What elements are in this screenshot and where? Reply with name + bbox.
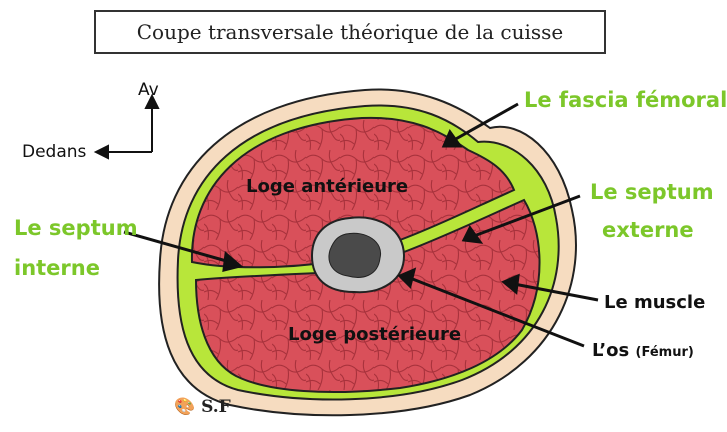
os-label-text: L’os — [592, 340, 629, 361]
septum-externe-label-line2: externe — [602, 218, 694, 242]
orientation-left-label: Dedans — [22, 142, 86, 162]
signature-text: S.F — [201, 397, 231, 417]
loge-posterieure-label: Loge postérieure — [288, 324, 461, 345]
septum-externe-label-line1: Le septum — [590, 180, 714, 204]
orientation-arrows-icon — [96, 96, 158, 158]
fascia-label: Le fascia fémoral — [524, 88, 727, 112]
femur-marrow — [329, 233, 381, 277]
signature: 🎨 S.F — [174, 397, 231, 417]
loge-anterieure-label: Loge antérieure — [246, 176, 408, 197]
os-label: L’os (Fémur) — [592, 340, 694, 361]
muscle-label: Le muscle — [604, 292, 705, 313]
septum-interne-label-line1: Le septum — [14, 216, 138, 240]
septum-interne-label-line2: interne — [14, 256, 100, 280]
orientation-up-label: Av — [138, 80, 159, 100]
palette-icon: 🎨 — [174, 397, 195, 417]
os-label-note: (Fémur) — [636, 345, 694, 360]
